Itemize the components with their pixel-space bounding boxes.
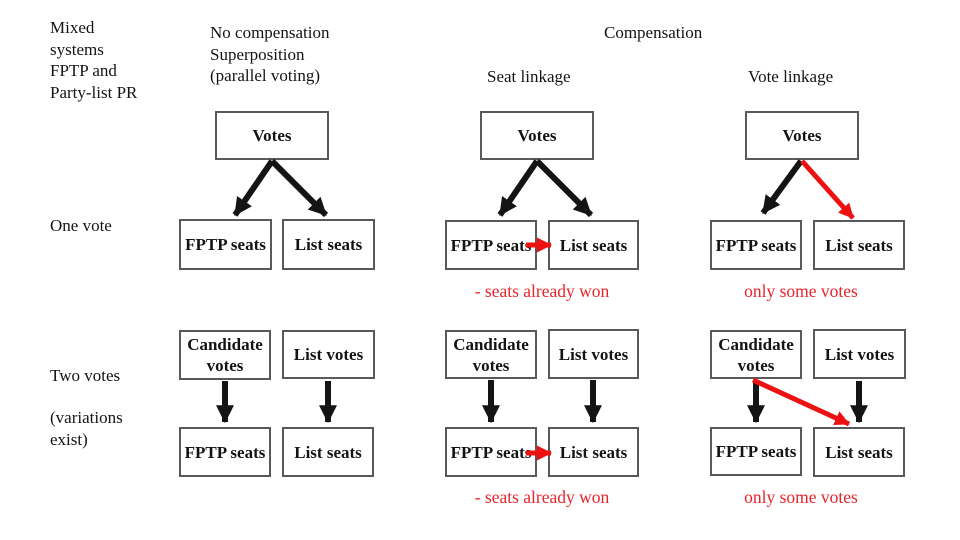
row-label-two-votes: Two votes: [50, 366, 121, 385]
box-fptp-seats-vote-linkage-twovotes: FPTP seats: [710, 427, 802, 476]
box-list-seats-superposition-onevote: List seats: [282, 219, 375, 270]
box-list-votes-seat-linkage: List votes: [548, 329, 639, 379]
box-fptp-seats-seat-linkage-twovotes: FPTP seats: [445, 427, 537, 477]
box-fptp-seats-seat-linkage-onevote: FPTP seats: [445, 220, 537, 270]
column-header-line: (parallel voting): [210, 66, 320, 85]
arrow-red-votes-to-list-vote-linkage: [800, 159, 855, 220]
column-header-compensation: Compensation: [604, 23, 703, 42]
box-fptp-seats-superposition-onevote: FPTP seats: [179, 219, 272, 270]
box-votes-superposition: Votes: [215, 111, 329, 160]
box-list-seats-vote-linkage-twovotes: List seats: [813, 427, 905, 477]
arrow-votes-to-fptp-superposition: [232, 159, 275, 217]
column-header-seat-linkage: Seat linkage: [487, 67, 571, 86]
annotation-seats-already-won-twovotes: - seats already won: [474, 487, 610, 507]
box-votes-seat-linkage: Votes: [480, 111, 594, 160]
slide-title-line: Party-list PR: [50, 82, 138, 102]
arrow-votes-to-list-superposition: [269, 158, 329, 218]
slide-title: Mixed systems FPTP and Party-list PR: [50, 17, 137, 103]
arrow-votes-to-list-seat-linkage: [534, 158, 594, 218]
box-list-seats-superposition-twovotes: List seats: [282, 427, 374, 477]
column-header-line: No compensation: [210, 23, 330, 42]
arrow-red-candidate-to-listseats-vote-linkage: [751, 377, 851, 427]
box-candidate-votes-superposition: Candidate votes: [179, 330, 271, 380]
box-fptp-seats-vote-linkage-onevote: FPTP seats: [710, 220, 802, 270]
arrow-votes-to-fptp-seat-linkage: [497, 159, 540, 217]
annotation-only-some-votes-onevote: only some votes: [744, 281, 858, 301]
column-header-no-compensation: No compensation Superposition (parallel …: [210, 22, 329, 87]
box-list-seats-seat-linkage-onevote: List seats: [548, 220, 639, 270]
arrow-votes-to-fptp-vote-linkage: [760, 159, 804, 215]
box-list-seats-vote-linkage-onevote: List seats: [813, 220, 905, 270]
row-label-one-vote: One vote: [50, 216, 112, 235]
slide-title-line: FPTP and: [50, 61, 117, 80]
box-list-votes-vote-linkage: List votes: [813, 329, 906, 379]
row-label-variations: (variations exist): [50, 407, 123, 450]
slide-title-line: systems: [50, 39, 104, 59]
box-fptp-seats-superposition-twovotes: FPTP seats: [179, 427, 271, 477]
box-list-seats-seat-linkage-twovotes: List seats: [548, 427, 639, 477]
row-label-variations-line: exist): [50, 429, 88, 449]
column-header-line: Superposition: [210, 44, 305, 64]
box-votes-vote-linkage: Votes: [745, 111, 859, 160]
column-header-vote-linkage: Vote linkage: [748, 67, 834, 86]
box-candidate-votes-vote-linkage: Candidate votes: [710, 330, 802, 379]
row-label-variations-line: (variations: [50, 408, 123, 427]
annotation-seats-already-won-onevote: - seats already won: [474, 281, 610, 301]
box-list-votes-superposition: List votes: [282, 330, 375, 379]
slide-title-line: Mixed: [50, 18, 95, 37]
box-candidate-votes-seat-linkage: Candidate votes: [445, 330, 537, 379]
annotation-only-some-votes-twovotes: only some votes: [744, 487, 858, 507]
